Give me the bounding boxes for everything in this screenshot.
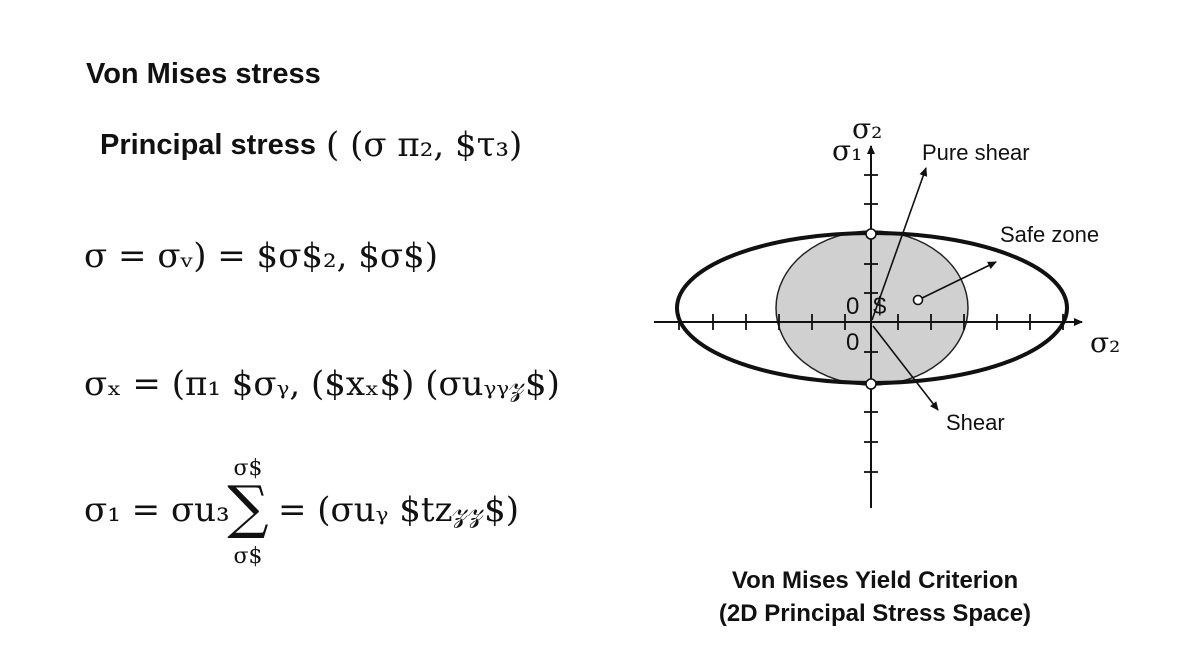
y-axis-side-label: σ₁ [832, 134, 862, 167]
top-intersection-marker [865, 228, 877, 240]
x-axis-label: σ₂ [1090, 326, 1120, 359]
summation-lower-limit: σ$ [233, 544, 263, 569]
principal-stress-formula: ( (σ π₂, $τ₃) [326, 125, 523, 165]
principal-stress-heading: Principal stress ( (σ π₂, $τ₃) [100, 120, 522, 170]
diagram-caption-subtitle: (2D Principal Stress Space) [718, 600, 1032, 627]
bottom-intersection-marker [865, 378, 877, 390]
origin-label-lower: 0 [846, 329, 859, 356]
equation-3-left: σ₁ = σu₃ [84, 490, 230, 530]
origin-label-upper: 0 [846, 293, 859, 320]
x-axis-ticks [678, 314, 1064, 330]
origin-dollar-label: $ [873, 293, 886, 320]
summation: σ$ ∑ σ$ [218, 456, 278, 576]
safe-zone-arrow [917, 261, 997, 301]
pure-shear-label: Pure shear [922, 140, 1030, 165]
stress-point-marker [912, 294, 924, 306]
y-axis-top-label: σ₂ [852, 112, 882, 145]
diagram-caption-title: Von Mises Yield Criterion [731, 567, 1019, 594]
equation-3-right: = (σuᵧ $tz𝓏𝓏$) [278, 490, 519, 530]
pure-shear-arrow [871, 167, 928, 321]
page-title: Von Mises stress [86, 58, 321, 90]
shear-arrow [872, 325, 939, 411]
summation-upper-limit: σ$ [233, 456, 263, 481]
safe-zone-label: Safe zone [1000, 222, 1099, 247]
equation-2: σₓ = (π₁ $σᵧ, ($xₓ$) (σuᵧᵧ𝓏$) [84, 364, 560, 404]
principal-stress-label: Principal stress [100, 128, 316, 161]
equation-1: σ = σᵥ) = $σ$₂, $σ$) [84, 236, 439, 276]
summation-symbol: ∑ [227, 473, 269, 541]
shear-label: Shear [946, 410, 1005, 435]
